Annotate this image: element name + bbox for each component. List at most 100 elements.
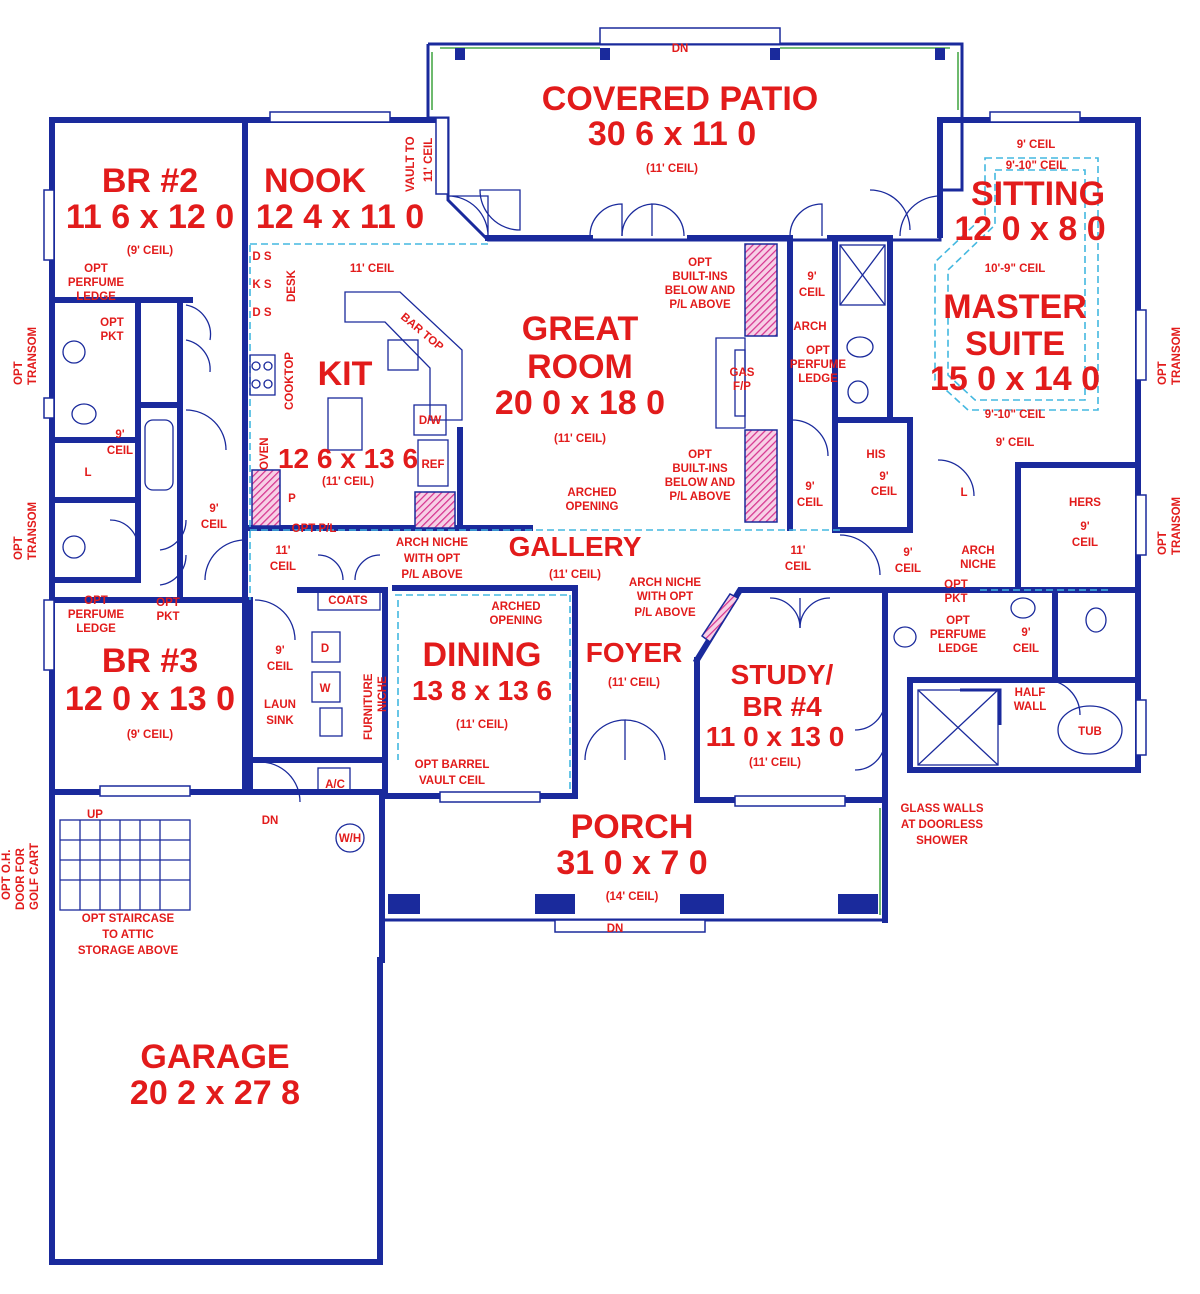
sitting-ceil: 9' CEIL bbox=[1017, 139, 1056, 151]
desk: DESK bbox=[286, 269, 298, 302]
master-dim: 15 0 x 14 0 bbox=[930, 360, 1100, 398]
perfume-m3: LEDGE bbox=[798, 373, 838, 385]
ceil-9-a2: CEIL bbox=[799, 287, 825, 299]
sitting-dim: 12 0 x 8 0 bbox=[954, 210, 1105, 248]
perfume-m1: OPT bbox=[806, 345, 830, 357]
ceil-9-b: 9' bbox=[805, 481, 814, 493]
br2-dim: 11 6 x 12 0 bbox=[66, 198, 234, 236]
study-ceil: (11' CEIL) bbox=[749, 757, 801, 769]
furniture-niche-2: NICHE bbox=[377, 676, 389, 712]
transom-l2b: TRANSOM bbox=[27, 502, 39, 560]
garage-label: GARAGE bbox=[140, 1038, 289, 1076]
staircase-note-3: STORAGE ABOVE bbox=[78, 945, 179, 957]
ds2: D S bbox=[252, 307, 272, 319]
dw: D/W bbox=[419, 415, 442, 427]
ceil-9-e2: CEIL bbox=[1013, 643, 1039, 655]
br3-ceil: (9' CEIL) bbox=[127, 729, 173, 741]
oven: OVEN bbox=[259, 437, 271, 470]
transom-r2b: TRANSOM bbox=[1171, 497, 1183, 555]
builtins-2c: BELOW AND bbox=[665, 477, 735, 489]
arch-niche-2b: WITH OPT bbox=[637, 591, 693, 603]
br3-dim: 12 0 x 13 0 bbox=[65, 680, 235, 718]
great-room-ceil: (11' CEIL) bbox=[554, 433, 606, 445]
study-label-2: BR #4 bbox=[742, 691, 822, 722]
tub: TUB bbox=[1078, 726, 1102, 738]
master-ceil-2: 9'-10" CEIL bbox=[985, 409, 1046, 421]
nook-dim: 12 4 x 11 0 bbox=[256, 198, 424, 236]
ceil-9-a: 9' bbox=[807, 271, 816, 283]
hers-ceil2: CEIL bbox=[1072, 537, 1098, 549]
arch-niche-r2: NICHE bbox=[960, 559, 996, 571]
master-label: MASTER bbox=[943, 288, 1087, 326]
arch-niche-1c: P/L ABOVE bbox=[401, 569, 463, 581]
opt-pkt-l2b: PKT bbox=[157, 611, 180, 623]
ceil-11-h: 11' bbox=[276, 545, 291, 557]
l-closet-l: L bbox=[84, 467, 91, 479]
washer: W bbox=[320, 683, 331, 695]
perfume-l2: PERFUME bbox=[68, 277, 125, 289]
nook-label: NOOK bbox=[264, 162, 366, 200]
perfume-l5: PERFUME bbox=[68, 609, 125, 621]
porch-dn: DN bbox=[607, 923, 624, 935]
patio-dn: DN bbox=[672, 43, 689, 55]
perfume-l6: LEDGE bbox=[76, 623, 116, 635]
gas-fp-2: F/P bbox=[733, 381, 751, 393]
arch-niche-r: ARCH bbox=[961, 545, 994, 557]
ac: A/C bbox=[325, 779, 345, 791]
transom-l2: OPT bbox=[13, 536, 25, 560]
perfume-m2: PERFUME bbox=[790, 359, 847, 371]
builtins-2a: OPT bbox=[688, 449, 712, 461]
golf-cart-2: DOOR FOR bbox=[15, 847, 27, 910]
staircase-note: OPT STAIRCASE bbox=[82, 913, 175, 925]
ds1: D S bbox=[252, 251, 272, 263]
perfume-r3: LEDGE bbox=[938, 643, 978, 655]
hers: HERS bbox=[1069, 497, 1101, 509]
builtins-2b: BUILT-INS bbox=[672, 463, 728, 475]
covered-patio-ceil: (11' CEIL) bbox=[646, 163, 698, 175]
ceil-9-i2: CEIL bbox=[267, 661, 293, 673]
opt-pkt-r: OPT bbox=[944, 579, 968, 591]
transom-l1b: TRANSOM bbox=[27, 327, 39, 385]
builtins-1d: P/L ABOVE bbox=[669, 299, 731, 311]
golf-cart: OPT O.H. bbox=[1, 850, 13, 900]
dining-label: DINING bbox=[423, 636, 542, 674]
dining-dim: 13 8 x 13 6 bbox=[412, 675, 552, 706]
built-ins bbox=[251, 243, 778, 644]
laun-dn: DN bbox=[262, 815, 279, 827]
glass-walls-2: AT DOORLESS bbox=[901, 819, 984, 831]
ceil-9-g: 9' bbox=[209, 503, 218, 515]
covered-patio-dim: 30 6 x 11 0 bbox=[588, 115, 756, 153]
perfume-r2: PERFUME bbox=[930, 629, 987, 641]
stair-up: UP bbox=[87, 809, 103, 821]
dashed-lines bbox=[249, 157, 1110, 790]
ceil-11-d2: CEIL bbox=[785, 561, 811, 573]
arch-niche-2: ARCH NICHE bbox=[629, 577, 702, 589]
sitting-ceil-2: 9'-10" CEIL bbox=[1006, 160, 1067, 172]
foyer-label: FOYER bbox=[586, 637, 682, 668]
transom-l1: OPT bbox=[13, 361, 25, 385]
porch-ceil: (14' CEIL) bbox=[606, 891, 659, 903]
annotations: DN VAULT TO 11' CEIL 9' CEIL 9'-10" CEIL… bbox=[1, 43, 1183, 957]
porch-dim: 31 0 x 7 0 bbox=[556, 844, 707, 882]
his: HIS bbox=[866, 449, 886, 461]
foyer-ceil: (11' CEIL) bbox=[608, 677, 660, 689]
bar-top: BAR TOP bbox=[398, 311, 445, 354]
golf-cart-3: GOLF CART bbox=[29, 843, 41, 910]
transom-r2: OPT bbox=[1157, 531, 1169, 555]
glass-walls-3: SHOWER bbox=[916, 835, 968, 847]
ref: REF bbox=[422, 459, 445, 471]
br3-label: BR #3 bbox=[102, 642, 198, 680]
builtins-1c: BELOW AND bbox=[665, 285, 735, 297]
arched-opening-1: ARCHED bbox=[567, 487, 616, 499]
kit-ceil-note: 11' CEIL bbox=[350, 263, 394, 275]
kit-label: KIT bbox=[318, 355, 373, 393]
arch-niche-1b: WITH OPT bbox=[404, 553, 460, 565]
sitting-label: SITTING bbox=[971, 175, 1105, 213]
arched-opening-2: ARCHED bbox=[491, 601, 540, 613]
half-wall-2: WALL bbox=[1014, 701, 1047, 713]
arched-opening-1b: OPENING bbox=[565, 501, 618, 513]
arch-niche-1: ARCH NICHE bbox=[396, 537, 469, 549]
staircase-note-2: TO ATTIC bbox=[102, 929, 154, 941]
ceil-9-b2: CEIL bbox=[797, 497, 823, 509]
